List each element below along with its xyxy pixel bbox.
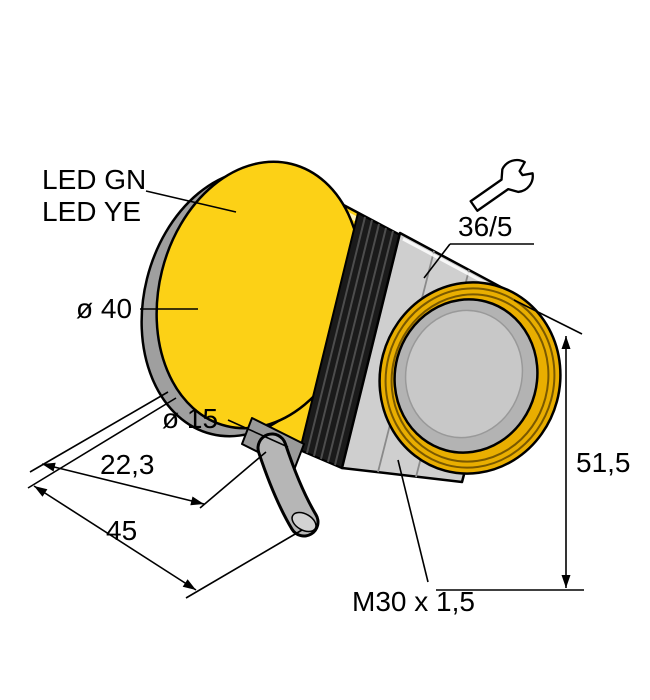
overall-length-label: 51,5 <box>576 447 631 478</box>
rear-thread-band <box>299 212 401 469</box>
cable <box>256 432 320 538</box>
wrench-size-label: 36/5 <box>458 211 513 242</box>
cable-offset-label: 22,3 <box>100 449 155 480</box>
dimension-51-5: 51,5 <box>436 299 631 591</box>
led-green-label: LED GN <box>42 164 146 195</box>
extension-line <box>29 391 169 473</box>
annotations: LED GN LED YE ø 40 36/5 ø 15 22,3 <box>27 158 631 617</box>
wrench-icon <box>469 158 534 212</box>
rear-diameter-label: ø 40 <box>76 293 132 324</box>
dimension-22-3: 22,3 <box>41 449 205 506</box>
body-length-label: 45 <box>106 515 137 546</box>
extension-line <box>27 397 177 489</box>
led-yellow-label: LED YE <box>42 196 141 227</box>
extension-line <box>199 451 267 509</box>
front-lens-inner <box>404 309 524 439</box>
led-leader-line <box>145 190 237 213</box>
extension-line <box>185 529 303 599</box>
wrench-size-leader <box>423 243 451 279</box>
cable-diameter-label: ø 15 <box>162 403 218 434</box>
cable-diameter-leader <box>227 419 289 448</box>
thread-spec-annotation: M30 x 1,5 <box>352 459 475 617</box>
thread-spec-label: M30 x 1,5 <box>352 586 475 617</box>
sensor-illustration <box>140 160 562 538</box>
dimension-45: 45 <box>33 485 197 591</box>
